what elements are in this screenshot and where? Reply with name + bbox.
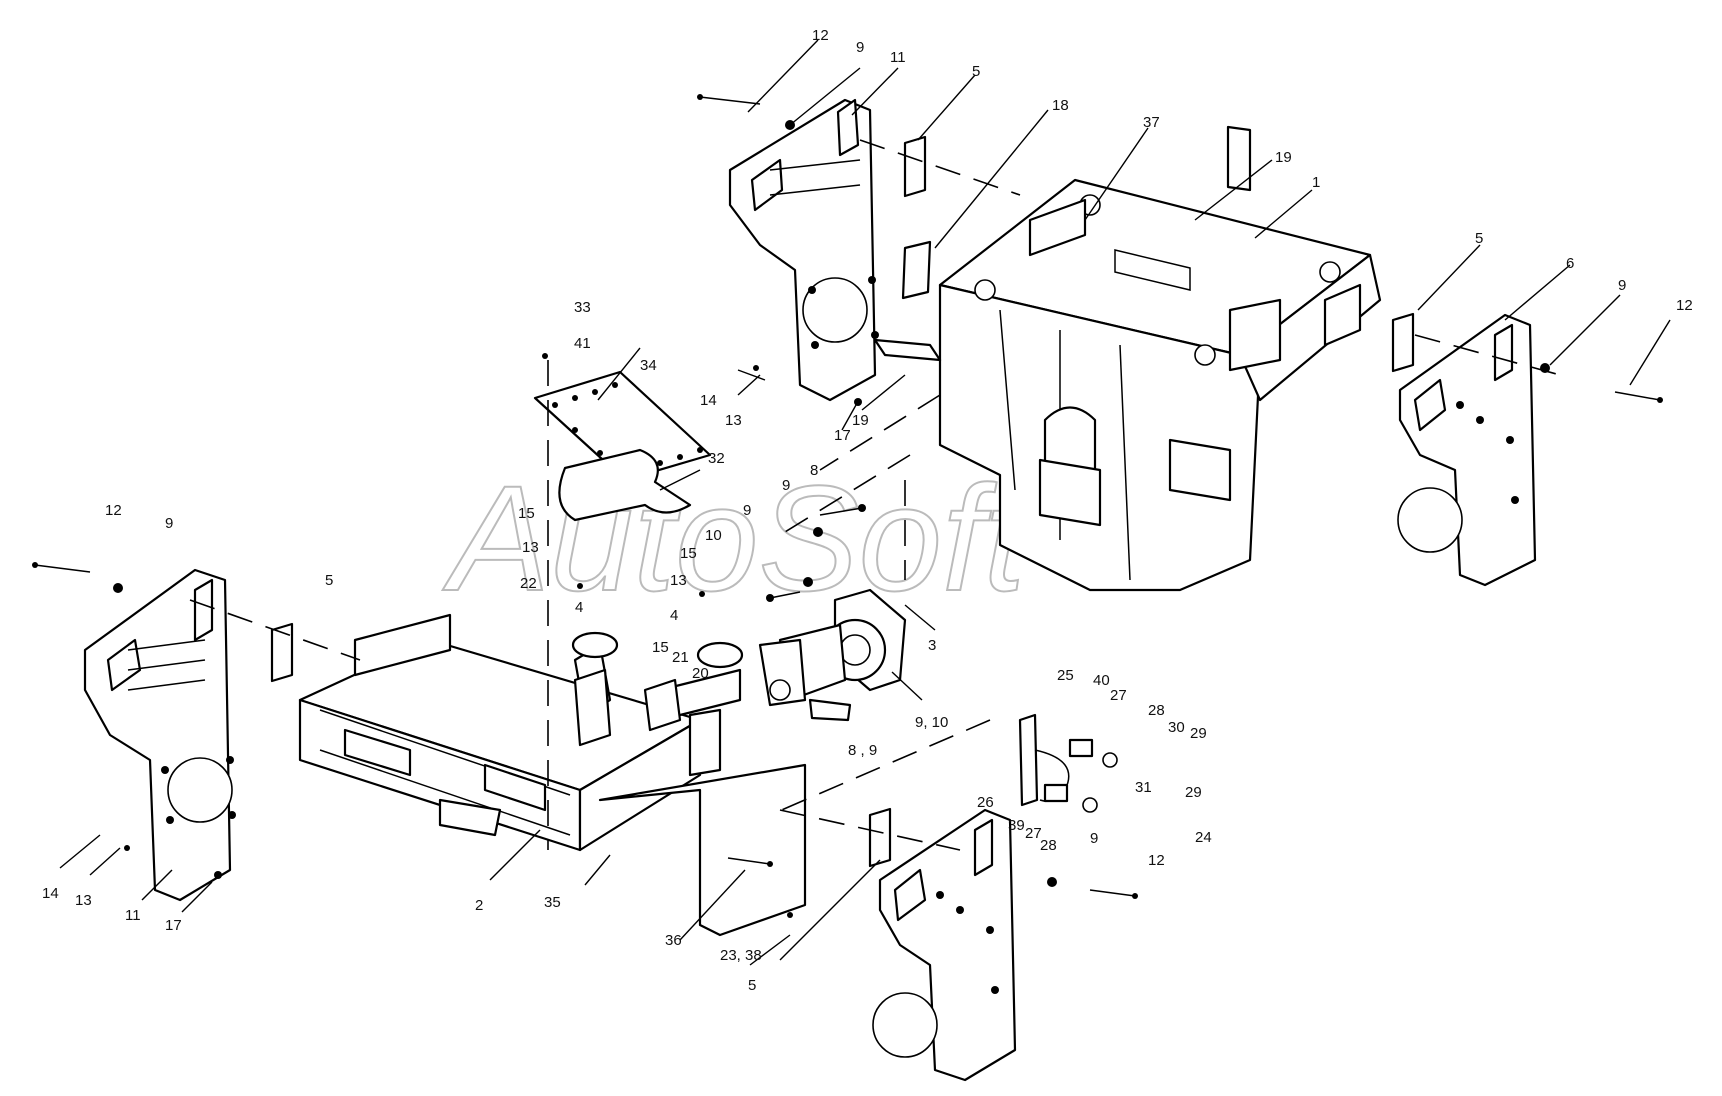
bracket-lower-part bbox=[872, 808, 1017, 1082]
callout-label: 17 bbox=[165, 917, 182, 934]
callout-label: 9 bbox=[1618, 277, 1626, 294]
callout-label: 12 bbox=[105, 502, 122, 519]
sub-frame-part bbox=[298, 613, 807, 937]
callout-label: 9 bbox=[856, 39, 864, 56]
callout-label: 11 bbox=[890, 49, 906, 66]
assembly-lines bbox=[189, 139, 1561, 851]
callout-label: 13 bbox=[670, 572, 687, 589]
shim-5a-part bbox=[903, 135, 927, 198]
callout-label: 23, 38 bbox=[720, 947, 762, 964]
shim-18-part bbox=[901, 240, 932, 300]
callout-label: 19 bbox=[1275, 149, 1292, 166]
callout-label: 13 bbox=[75, 892, 92, 909]
shim-5b-part bbox=[1391, 312, 1415, 373]
callout-label: 13 bbox=[725, 412, 742, 429]
callout-label: 8 bbox=[810, 462, 818, 479]
watermark-text: AutoSoft bbox=[442, 454, 1031, 622]
callout-label: 9 bbox=[782, 477, 790, 494]
callout-label: 24 bbox=[1195, 829, 1212, 846]
callout-label: 15 bbox=[652, 639, 669, 656]
plate-19-part bbox=[1226, 125, 1252, 192]
callout-label: 17 bbox=[834, 427, 851, 444]
plate-19b-part bbox=[873, 338, 942, 362]
callout-label: 10 bbox=[705, 527, 722, 544]
callout-label: 12 bbox=[1676, 297, 1693, 314]
callout-label: 1 bbox=[1312, 174, 1320, 191]
sensor-assembly-part bbox=[1018, 713, 1118, 813]
callout-label: 9, 10 bbox=[915, 714, 948, 731]
callout-label: 8 , 9 bbox=[848, 742, 877, 759]
callout-label: 5 bbox=[1475, 230, 1483, 247]
main-frame-part bbox=[938, 178, 1382, 592]
callout-label: 31 bbox=[1135, 779, 1152, 796]
bolts-part bbox=[32, 94, 1663, 918]
callout-label: 2 bbox=[475, 897, 483, 914]
mount-pads-part bbox=[571, 631, 744, 747]
callout-label: 25 bbox=[1057, 667, 1074, 684]
callout-label: 28 bbox=[1148, 702, 1165, 719]
bracket-left-part bbox=[83, 568, 236, 902]
callout-label: 15 bbox=[518, 505, 535, 522]
callout-label: 11 bbox=[125, 907, 141, 924]
leader-lines bbox=[59, 39, 1671, 966]
callout-label: 19 bbox=[852, 412, 869, 429]
callout-labels: 12 9 11 5 18 37 19 1 5 6 9 12 33 41 34 3… bbox=[42, 27, 1693, 994]
bracket-upper-part bbox=[728, 98, 879, 402]
callout-label: 39 bbox=[1008, 817, 1025, 834]
callout-label: 36 bbox=[665, 932, 682, 949]
callout-label: 27 bbox=[1110, 687, 1127, 704]
callout-label: 41 bbox=[574, 335, 591, 352]
callout-label: 5 bbox=[972, 63, 980, 80]
shim-5d-part bbox=[868, 807, 892, 868]
callout-label: 5 bbox=[325, 572, 333, 589]
callout-label: 35 bbox=[544, 894, 561, 911]
callout-label: 6 bbox=[1566, 255, 1574, 272]
callout-label: 40 bbox=[1093, 672, 1110, 689]
callout-label: 4 bbox=[575, 599, 583, 616]
callout-label: 4 bbox=[670, 607, 678, 624]
callout-label: 27 bbox=[1025, 825, 1042, 842]
callout-label: 14 bbox=[700, 392, 717, 409]
callout-label: 34 bbox=[640, 357, 657, 374]
callout-label: 5 bbox=[748, 977, 756, 994]
callout-label: 15 bbox=[680, 545, 697, 562]
callout-label: 9 bbox=[165, 515, 173, 532]
callout-label: 18 bbox=[1052, 97, 1069, 114]
gasket-32-part bbox=[558, 448, 692, 522]
callout-label: 28 bbox=[1040, 837, 1057, 854]
callout-label: 26 bbox=[977, 794, 994, 811]
cylinder-3-part bbox=[758, 588, 907, 722]
callout-label: 33 bbox=[574, 299, 591, 316]
callout-label: 9 bbox=[743, 502, 751, 519]
callout-label: 12 bbox=[812, 27, 829, 44]
callout-label: 29 bbox=[1185, 784, 1202, 801]
callout-label: 30 bbox=[1168, 719, 1185, 736]
shim-5c-part bbox=[270, 622, 294, 683]
callout-label: 29 bbox=[1190, 725, 1207, 742]
callout-label: 14 bbox=[42, 885, 59, 902]
callout-label: 21 bbox=[672, 649, 689, 666]
callout-label: 32 bbox=[708, 450, 725, 467]
callout-label: 37 bbox=[1143, 114, 1160, 131]
callout-label: 13 bbox=[522, 539, 539, 556]
callout-label: 22 bbox=[520, 575, 537, 592]
callout-label: 20 bbox=[692, 665, 709, 682]
callout-label: 9 bbox=[1090, 830, 1098, 847]
callout-label: 12 bbox=[1148, 852, 1165, 869]
callout-label: 3 bbox=[928, 637, 936, 654]
bracket-right-part bbox=[1397, 313, 1537, 587]
